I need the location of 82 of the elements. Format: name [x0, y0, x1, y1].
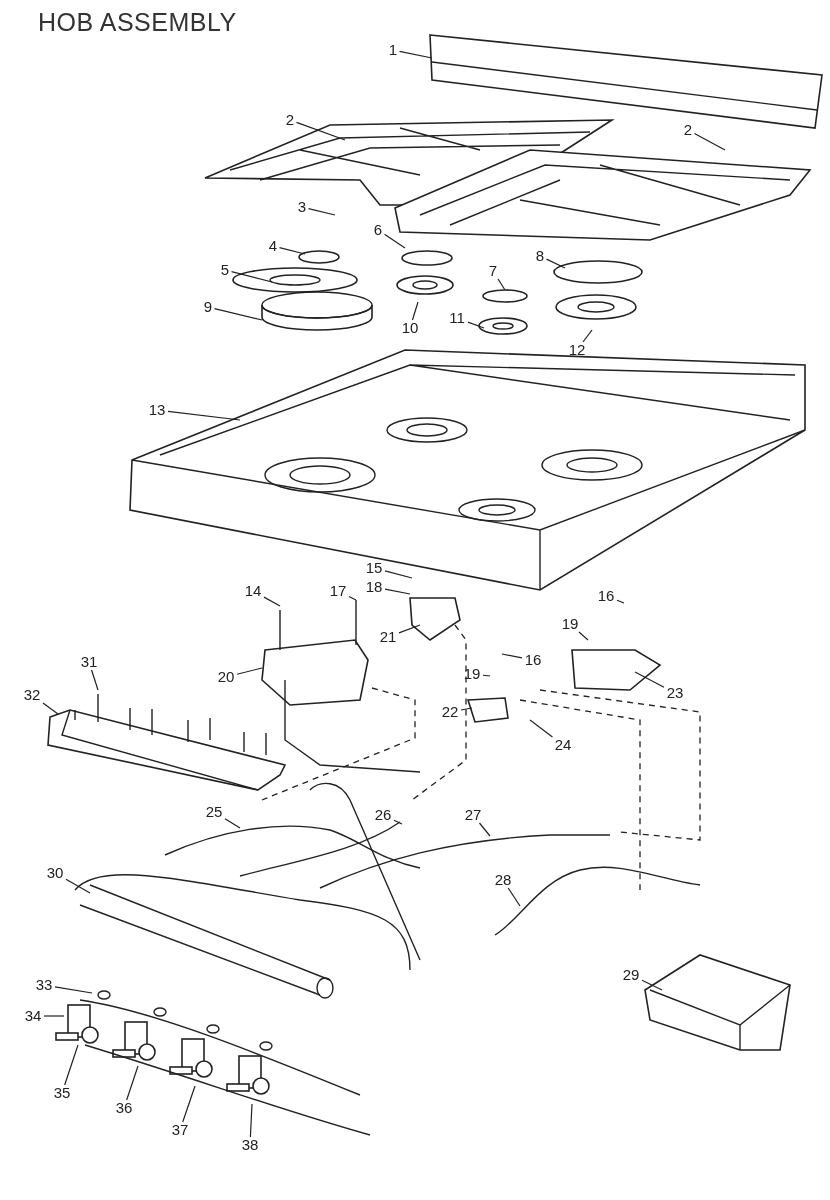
leader-line [467, 321, 485, 329]
leader-line [348, 595, 357, 601]
callout-number: 3 [297, 199, 307, 215]
callout-number: 18 [365, 579, 383, 595]
callout-number: 13 [148, 402, 166, 418]
leader-line [54, 986, 93, 994]
leader-line [295, 121, 346, 141]
callout-number: 10 [401, 320, 419, 336]
leader-line [43, 1015, 65, 1017]
callout-number: 4 [268, 238, 278, 254]
leader-line [224, 818, 241, 829]
leader-line [616, 599, 625, 604]
leader-line [383, 233, 406, 249]
leader-line [501, 653, 523, 659]
callout-number: 24 [554, 737, 572, 753]
callout-number: 12 [568, 342, 586, 358]
leader-line [126, 1065, 139, 1101]
callout-number: 9 [203, 299, 213, 315]
leader-line [634, 671, 665, 688]
callout-number: 7 [488, 263, 498, 279]
leader-line [398, 50, 433, 59]
leader-line [478, 822, 491, 837]
leader-line [213, 307, 263, 321]
callout-number: 33 [35, 977, 53, 993]
callout-number: 32 [23, 687, 41, 703]
callout-number: 17 [329, 583, 347, 599]
leader-line [460, 707, 473, 711]
leader-line [582, 329, 593, 343]
callout-number: 35 [53, 1085, 71, 1101]
leader-line [249, 1103, 253, 1138]
callout-number: 38 [241, 1137, 259, 1153]
leader-line [545, 258, 566, 269]
diagram-title: HOB ASSEMBLY [38, 8, 237, 37]
callout-number: 22 [441, 704, 459, 720]
callout-number: 37 [171, 1122, 189, 1138]
leader-line [64, 1044, 79, 1086]
callout-number: 2 [285, 112, 295, 128]
callout-number: 36 [115, 1100, 133, 1116]
callout-number: 16 [597, 588, 615, 604]
leader-line [693, 132, 726, 151]
callout-number: 19 [463, 666, 481, 682]
callout-number: 14 [244, 583, 262, 599]
callout-number: 25 [205, 804, 223, 820]
callout-number: 2 [683, 122, 693, 138]
leader-line [384, 570, 413, 579]
leader-line [641, 979, 663, 991]
leader-line [263, 596, 281, 607]
callout-number: 16 [524, 652, 542, 668]
callout-number: 23 [666, 685, 684, 701]
callout-number: 31 [80, 654, 98, 670]
leader-line [65, 878, 91, 894]
leader-line [529, 719, 554, 738]
callout-number: 26 [374, 807, 392, 823]
leader-line [42, 702, 59, 715]
callout-number: 8 [535, 248, 545, 264]
leader-line [278, 247, 306, 255]
callout-number: 30 [46, 865, 64, 881]
leader-line [507, 887, 521, 907]
callout-number: 5 [220, 262, 230, 278]
callout-number: 1 [388, 42, 398, 58]
callout-number: 11 [449, 310, 465, 326]
callout-number: 21 [379, 629, 397, 645]
callout-number: 15 [365, 560, 383, 576]
leader-line [411, 301, 419, 321]
leader-line [90, 669, 99, 691]
leader-line [497, 278, 506, 291]
leader-line [578, 631, 589, 641]
leader-line [482, 674, 491, 677]
leader-line [167, 410, 241, 421]
leader-line [307, 208, 336, 216]
leader-line [384, 588, 411, 595]
callout-number: 29 [622, 967, 640, 983]
leader-line [182, 1085, 196, 1123]
leader-line [393, 819, 403, 825]
leader-line [236, 667, 263, 675]
callout-number: 34 [24, 1008, 42, 1024]
callout-number: 19 [561, 616, 579, 632]
callout-number: 28 [494, 872, 512, 888]
callout-number: 6 [373, 222, 383, 238]
callout-number: 20 [217, 669, 235, 685]
leader-line [398, 624, 421, 634]
callout-number: 27 [464, 807, 482, 823]
